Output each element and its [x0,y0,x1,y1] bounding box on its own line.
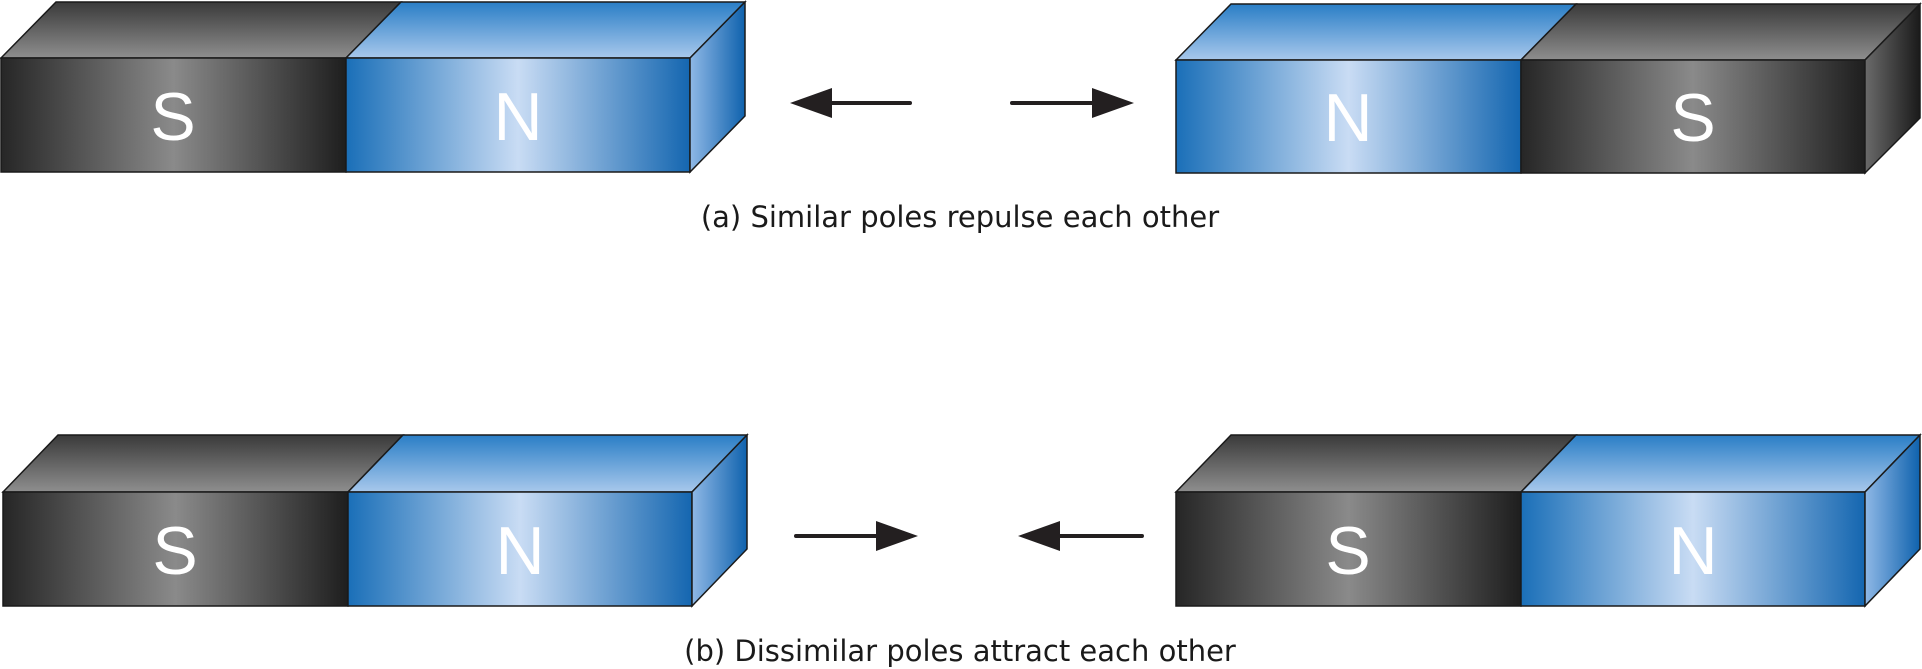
pole-label-a-left-south: S [150,79,195,155]
magnet-a-left: S N [0,0,747,174]
panel-b: S N S N (b) Dissimilar poles attract eac… [1,433,1922,668]
pole-label-b-left-north: N [495,513,544,589]
magnet-a-left-top-north [344,1,747,59]
pole-label-a-right-south: S [1670,80,1715,156]
magnet-b-right-end-face [1864,433,1921,608]
magnet-b-left-end-face [691,433,748,608]
magnet-b-left-front-north [347,491,693,607]
pole-label-b-right-north: N [1668,513,1717,589]
magnet-b-right-top-south [1174,434,1578,493]
magnet-b-right-top-north [1519,434,1922,493]
magnet-a-right-front-south [1520,59,1866,174]
pole-label-b-right-south: S [1325,513,1370,589]
arrow-left-icon [790,88,912,118]
magnet-a-right-end-face [1864,2,1921,175]
magnet-a-left-front-south [0,57,347,173]
pole-label-a-left-north: N [493,79,542,155]
magnet-b-right: S N [1174,433,1922,608]
magnet-a-left-top-south [0,1,403,59]
magnet-a-right-front-north [1175,59,1522,174]
magnet-a-right: N S [1174,2,1922,175]
panel-a: S N N S (a) Similar poles repulse each o… [0,0,1922,234]
magnet-b-left: S N [1,433,749,608]
caption-a: (a) Similar poles repulse each other [701,200,1219,234]
magnet-b-left-front-south [2,491,349,607]
magnet-a-right-top-north [1174,3,1578,61]
magnet-a-left-front-north [345,57,691,173]
magnet-b-left-top-south [1,434,405,493]
arrow-right-icon [794,521,918,551]
arrow-right-icon [1010,88,1134,118]
caption-b: (b) Dissimilar poles attract each other [684,634,1236,668]
magnet-b-right-front-north [1520,491,1866,607]
pole-label-b-left-south: S [152,513,197,589]
magnet-b-right-front-south [1175,491,1522,607]
repulsion-arrows [790,88,1134,118]
magnet-a-left-end-face [689,0,746,174]
pole-label-a-right-north: N [1323,80,1372,156]
attraction-arrows [794,521,1144,551]
magnet-b-left-top-north [346,434,749,493]
magnet-a-right-top-south [1519,3,1922,61]
arrow-left-icon [1018,521,1144,551]
